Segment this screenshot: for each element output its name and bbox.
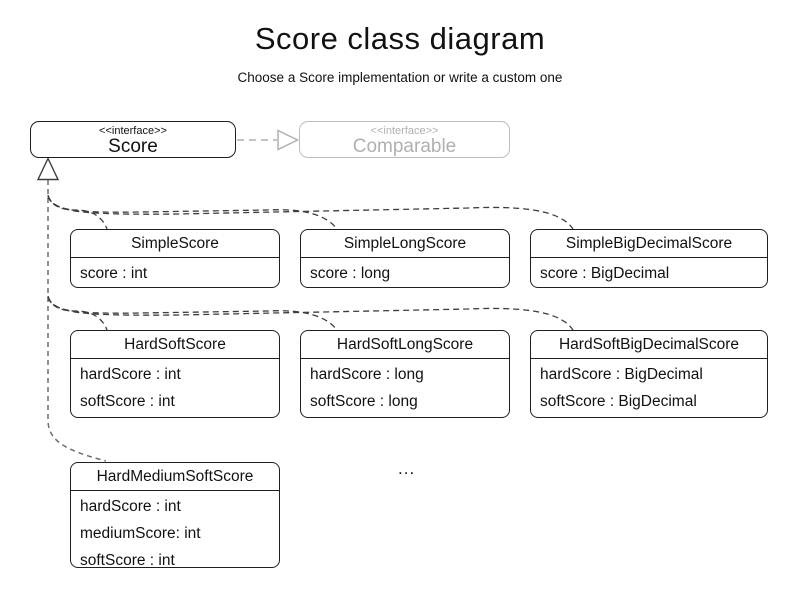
class-attribute: softScore : int [80, 552, 175, 569]
edge-hardsoftbigdecimalscore [47, 297, 574, 331]
class-name: SimpleBigDecimalScore [531, 230, 767, 258]
class-name: SimpleLongScore [301, 230, 509, 258]
class-name: HardSoftLongScore [301, 331, 509, 359]
class-attribute: hardScore : long [310, 366, 424, 383]
class-attribute: softScore : long [310, 393, 418, 410]
class-attributes: score : BigDecimal [531, 258, 767, 287]
class-name: SimpleScore [71, 230, 279, 258]
class-attribute: score : int [80, 265, 148, 282]
class-name: HardSoftScore [71, 331, 279, 359]
edge-simplebigdecimalscore [47, 196, 574, 230]
class-attribute: score : long [310, 265, 391, 282]
class-box-hardmediumsoftscore: HardMediumSoftScore hardScore : int medi… [70, 462, 280, 569]
class-attribute: hardScore : int [80, 366, 181, 383]
class-attribute: hardScore : int [80, 498, 181, 515]
class-attributes: score : int [71, 258, 279, 287]
page-title: Score class diagram [254, 21, 546, 56]
interface-name: Score [108, 136, 158, 157]
class-box-simplebigdecimalscore: SimpleBigDecimalScore score : BigDecimal [530, 229, 768, 288]
class-attribute: hardScore : BigDecimal [540, 366, 703, 383]
edge-simplelongscore [47, 195, 338, 230]
interface-name: Comparable [352, 136, 457, 157]
class-attributes: score : long [301, 258, 509, 287]
class-attribute: softScore : BigDecimal [540, 393, 697, 410]
class-attributes: hardScore : long softScore : long [301, 359, 509, 415]
stereotype-label: <<interface>> [370, 125, 439, 137]
generalization-trunk [47, 180, 107, 462]
class-box-hardsoftscore: HardSoftScore hardScore : int softScore … [70, 330, 280, 418]
class-name: HardMediumSoftScore [71, 463, 279, 491]
class-attribute: mediumScore: int [80, 525, 201, 542]
class-name: HardSoftBigDecimalScore [531, 331, 767, 359]
class-box-simplescore: SimpleScore score : int [70, 229, 280, 288]
edge-hardsoftlongscore [47, 296, 338, 331]
stereotype-label: <<interface>> [99, 125, 167, 137]
interface-box-comparable: <<interface>> Comparable [299, 121, 510, 158]
class-attributes: hardScore : int mediumScore: int softSco… [71, 491, 279, 574]
class-attribute: softScore : int [80, 393, 175, 410]
class-box-simplelongscore: SimpleLongScore score : long [300, 229, 510, 288]
class-attributes: hardScore : BigDecimal softScore : BigDe… [531, 359, 767, 415]
class-box-hardsoftlongscore: HardSoftLongScore hardScore : long softS… [300, 330, 510, 418]
class-box-hardsoftbigdecimalscore: HardSoftBigDecimalScore hardScore : BigD… [530, 330, 768, 418]
page-subtitle: Choose a Score implementation or write a… [237, 70, 563, 85]
realization-arrowhead-icon [277, 129, 300, 151]
more-implementations-ellipsis: ... [398, 459, 416, 478]
class-attributes: hardScore : int softScore : int [71, 359, 279, 415]
generalization-arrowhead-icon [36, 156, 60, 181]
interface-box-score: <<interface>> Score [30, 121, 236, 158]
class-attribute: score : BigDecimal [540, 265, 670, 282]
